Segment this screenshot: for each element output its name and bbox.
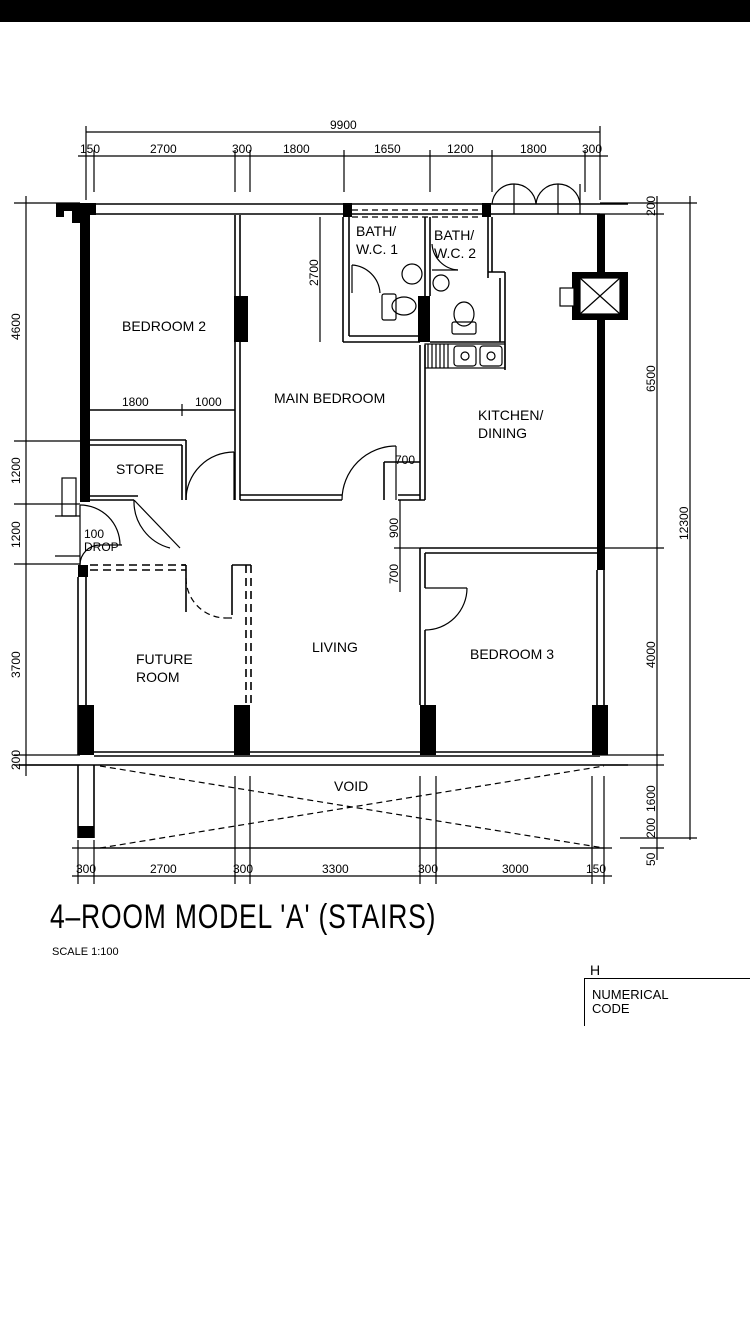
code-label-line2: CODE — [592, 1001, 630, 1016]
dim-right-5: 1600 — [644, 785, 658, 812]
left-dimensions: 4600 1200 1200 3700 200 — [9, 196, 80, 776]
dim-left-3: 1200 — [9, 521, 23, 548]
dim-top-5: 1650 — [374, 142, 401, 156]
dim-bed2-b: 1000 — [195, 395, 222, 409]
dim-top-overall: 9900 — [330, 118, 357, 132]
label-living: LIVING — [312, 639, 358, 655]
label-main-bedroom: MAIN BEDROOM — [274, 390, 385, 406]
dim-900: 900 — [387, 518, 401, 538]
dim-left-1: 4600 — [9, 313, 23, 340]
label-bath-2-line1: BATH/ — [434, 227, 474, 243]
dim-bed2-a: 1800 — [122, 395, 149, 409]
fixtures — [381, 263, 628, 369]
label-bath-2-line2: W.C. 2 — [434, 245, 476, 261]
label-kitchen-line1: KITCHEN/ — [478, 407, 543, 423]
void-area — [77, 765, 605, 849]
dim-right-2: 6500 — [644, 365, 658, 392]
label-drop: DROP — [84, 540, 119, 554]
dim-top-3: 300 — [232, 142, 252, 156]
label-bath-1-line2: W.C. 1 — [356, 241, 398, 257]
code-letter: H — [590, 962, 601, 978]
dim-drop: 100 — [84, 527, 104, 541]
dim-left-4: 3700 — [9, 651, 23, 678]
dim-right-3: 4000 — [644, 641, 658, 668]
dim-700-b: 700 — [387, 564, 401, 584]
dim-bath-depth: 2700 — [307, 259, 321, 286]
dim-right-7: 50 — [644, 852, 658, 866]
status-bar — [0, 0, 750, 22]
right-dimensions: 200 6500 4000 12300 1600 200 50 — [600, 196, 697, 866]
label-store: STORE — [116, 461, 164, 477]
dim-top-6: 1200 — [447, 142, 474, 156]
dim-bottom-1: 300 — [76, 862, 96, 876]
inner-dimensions: 2700 1800 1000 700 900 700 100 — [84, 217, 420, 592]
label-void: VOID — [334, 778, 368, 794]
numerical-code-box — [584, 978, 750, 1026]
dim-left-2: 1200 — [9, 457, 23, 484]
label-bedroom-2: BEDROOM 2 — [122, 318, 206, 334]
dim-bottom-7: 150 — [586, 862, 606, 876]
dim-bottom-2: 2700 — [150, 862, 177, 876]
dim-top-8: 300 — [582, 142, 602, 156]
label-kitchen-line2: DINING — [478, 425, 527, 441]
plan-title: 4–ROOM MODEL 'A' (STAIRS) — [50, 898, 437, 936]
top-dimensions: 9900 150 2700 300 1800 1650 1200 1800 30… — [78, 118, 608, 200]
dim-top-1: 150 — [80, 142, 100, 156]
dim-right-4: 12300 — [677, 506, 691, 540]
dim-top-2: 2700 — [150, 142, 177, 156]
dim-700-a: 700 — [395, 453, 415, 467]
dim-right-6: 200 — [644, 818, 658, 838]
plan-scale: SCALE 1:100 — [52, 946, 119, 958]
walls — [20, 203, 628, 766]
dim-right-1: 200 — [644, 196, 658, 216]
dim-top-4: 1800 — [283, 142, 310, 156]
floor-plan: 9900 150 2700 300 1800 1650 1200 1800 30… — [9, 118, 697, 884]
dim-left-5: 200 — [9, 750, 23, 770]
numerical-code-label: NUMERICAL CODE — [592, 988, 672, 1016]
label-future-line2: ROOM — [136, 669, 180, 685]
code-label-line1: NUMERICAL — [592, 987, 669, 1002]
dim-bottom-3: 300 — [233, 862, 253, 876]
doors — [55, 183, 581, 631]
label-bedroom-3: BEDROOM 3 — [470, 646, 554, 662]
label-bath-1-line1: BATH/ — [356, 223, 396, 239]
room-labels: BEDROOM 2 MAIN BEDROOM BATH/ W.C. 1 BATH… — [84, 223, 554, 794]
label-future-line1: FUTURE — [136, 651, 193, 667]
dim-bottom-6: 3000 — [502, 862, 529, 876]
dim-top-7: 1800 — [520, 142, 547, 156]
dim-bottom-5: 300 — [418, 862, 438, 876]
dim-bottom-4: 3300 — [322, 862, 349, 876]
